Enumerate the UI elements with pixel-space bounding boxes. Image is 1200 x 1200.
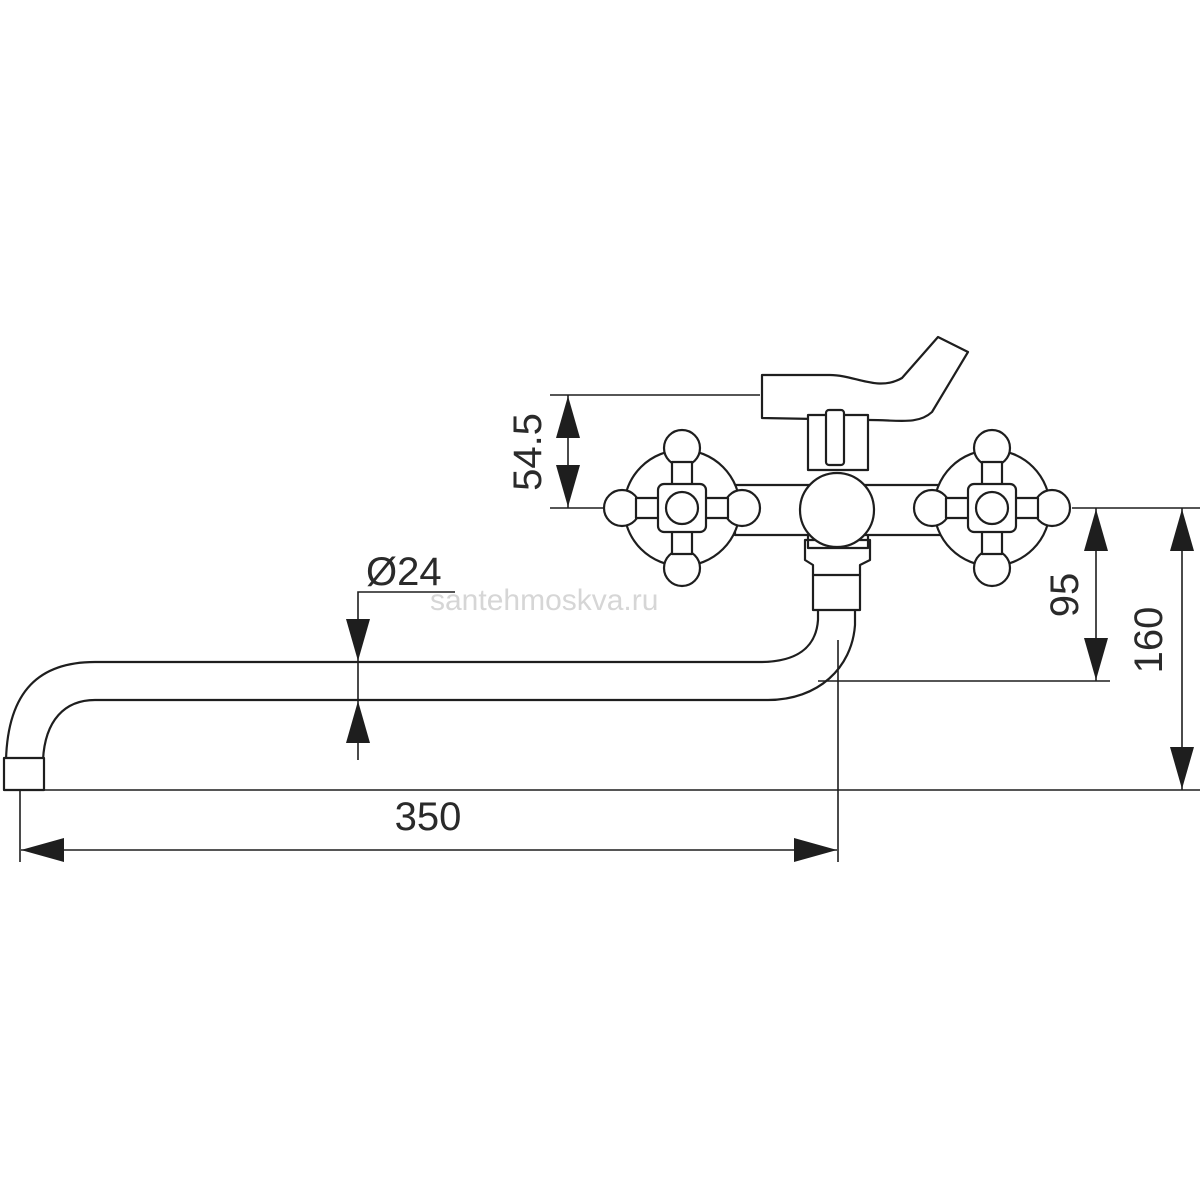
center-cap [798,471,876,549]
dimension-diameter: Ø24 [346,550,455,760]
diverter-knob [824,408,846,467]
watermark-text: santehmoskva.ru [430,584,658,617]
left-cross-handle [602,428,762,588]
dimension-label-lever-height: 54.5 [506,413,550,491]
spout [2,606,857,792]
dimension-outlet-height: 95 [818,507,1200,682]
dimension-label-diameter: Ø24 [366,550,442,594]
dimension-lever-height: 54.5 [506,394,760,509]
dimension-label-spout-length: 350 [395,795,462,839]
mixer-body [733,335,970,612]
dimension-total-height: 160 [1127,508,1194,790]
lever-handle [760,335,970,423]
right-cross-handle [912,428,1072,588]
dimension-label-outlet-height: 95 [1043,573,1087,618]
dimension-label-total-height: 160 [1127,607,1171,674]
dimension-spout-length: 350 [4,640,1200,862]
spout-tip [2,756,46,792]
